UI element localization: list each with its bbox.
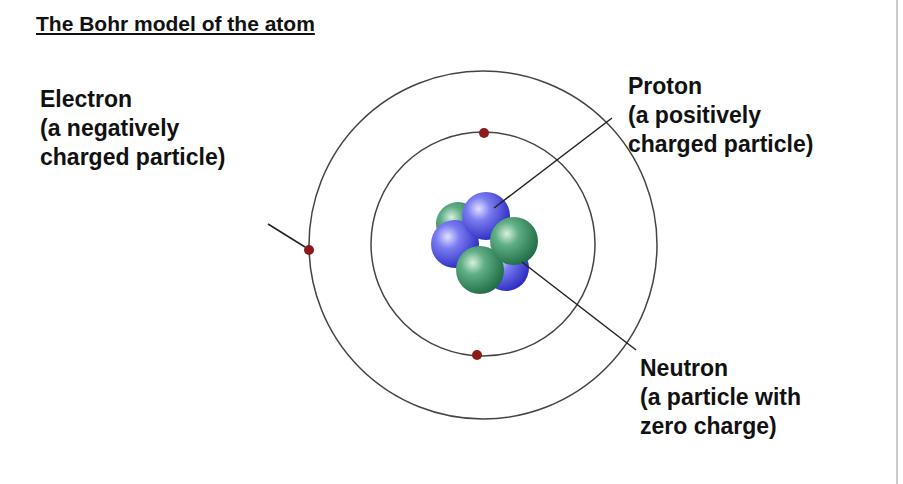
part-description: (a negatively charged particle)	[40, 114, 240, 172]
part-name: Electron	[40, 85, 240, 114]
electron-dot	[304, 245, 314, 255]
part-description: (a particle with zero charge)	[640, 383, 840, 441]
part-name: Proton	[628, 72, 828, 101]
outer-orbit	[309, 71, 657, 419]
inner-orbit	[371, 132, 595, 356]
leader-line	[522, 262, 636, 350]
leader-line	[268, 224, 305, 247]
part-description: (a positively charged particle)	[628, 101, 828, 159]
leader-line	[494, 118, 612, 208]
electron-dot	[472, 350, 482, 360]
electron-dot	[479, 128, 489, 138]
part-name: Neutron	[640, 354, 840, 383]
diagram-title: The Bohr model of the atom	[36, 12, 315, 36]
nucleus	[431, 192, 538, 294]
frame-line	[896, 0, 898, 484]
